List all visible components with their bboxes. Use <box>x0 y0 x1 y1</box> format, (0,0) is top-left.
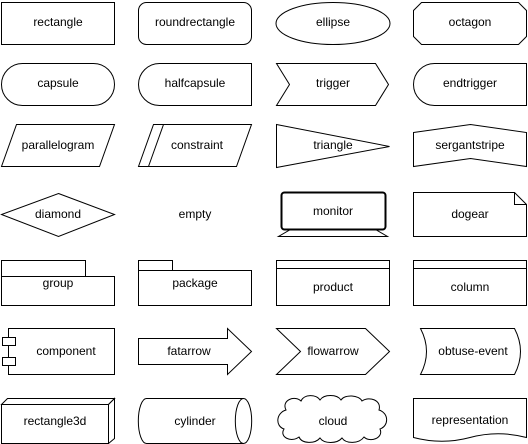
shape-roundrectangle[interactable]: roundrectangle <box>138 2 252 45</box>
label-obtuse-event: obtuse-event <box>438 344 508 358</box>
label-flowarrow: flowarrow <box>307 344 359 358</box>
label-representation: representation <box>432 413 509 427</box>
shape-dogear[interactable]: dogear <box>413 192 527 237</box>
shape-endtrigger[interactable]: endtrigger <box>413 63 527 106</box>
label-rectangle3d: rectangle3d <box>24 414 87 428</box>
label-roundrectangle: roundrectangle <box>155 15 235 29</box>
shape-empty[interactable]: empty <box>179 207 212 221</box>
label-package: package <box>172 276 218 290</box>
label-capsule: capsule <box>37 76 79 90</box>
shape-octagon[interactable]: octagon <box>413 2 527 45</box>
label-endtrigger: endtrigger <box>443 76 497 90</box>
label-diamond: diamond <box>35 207 81 221</box>
shape-group[interactable]: group <box>1 260 115 306</box>
shape-sergantstripe[interactable]: sergantstripe <box>413 123 527 168</box>
shape-rectangle[interactable]: rectangle <box>1 2 115 45</box>
shape-representation[interactable]: representation <box>413 398 527 442</box>
shape-diamond[interactable]: diamond <box>0 192 116 238</box>
shape-obtuse-event[interactable]: obtuse-event <box>419 328 521 375</box>
shape-cloud[interactable]: cloud <box>277 395 388 443</box>
shape-ellipse[interactable]: ellipse <box>275 2 391 45</box>
shape-fatarrow[interactable]: fatarrow <box>138 327 253 376</box>
shape-monitor[interactable]: monitor <box>276 191 390 237</box>
shape-parallelogram[interactable]: parallelogram <box>0 124 116 167</box>
label-empty: empty <box>179 207 212 221</box>
label-rectangle: rectangle <box>33 15 83 29</box>
label-octagon: octagon <box>449 15 492 29</box>
label-column: column <box>451 280 490 294</box>
shape-cylinder[interactable]: cylinder <box>137 398 253 444</box>
shape-triangle[interactable]: triangle <box>276 123 390 169</box>
label-halfcapsule: halfcapsule <box>165 76 226 90</box>
label-group: group <box>43 276 74 290</box>
shape-product[interactable]: product <box>276 260 390 306</box>
label-triangle: triangle <box>313 138 353 152</box>
label-dogear: dogear <box>451 207 488 221</box>
label-monitor: monitor <box>313 204 353 218</box>
shape-component[interactable]: component <box>2 328 115 375</box>
label-trigger: trigger <box>316 76 350 90</box>
shape-column[interactable]: column <box>413 260 527 306</box>
label-sergantstripe: sergantstripe <box>435 138 505 152</box>
label-cylinder: cylinder <box>174 414 215 428</box>
label-cloud: cloud <box>319 414 348 428</box>
shape-trigger[interactable]: trigger <box>275 63 390 106</box>
shape-constraint[interactable]: constraint <box>137 124 253 167</box>
shape-capsule[interactable]: capsule <box>1 63 115 106</box>
label-fatarrow: fatarrow <box>167 344 211 358</box>
shape-flowarrow[interactable]: flowarrow <box>275 328 391 375</box>
label-parallelogram: parallelogram <box>22 138 95 152</box>
label-ellipse: ellipse <box>316 15 350 29</box>
shape-halfcapsule[interactable]: halfcapsule <box>138 63 252 106</box>
shape-package[interactable]: package <box>138 260 252 306</box>
label-product: product <box>313 280 354 294</box>
shape-rectangle3d[interactable]: rectangle3d <box>0 397 116 444</box>
label-constraint: constraint <box>171 138 224 152</box>
label-component: component <box>36 344 96 358</box>
